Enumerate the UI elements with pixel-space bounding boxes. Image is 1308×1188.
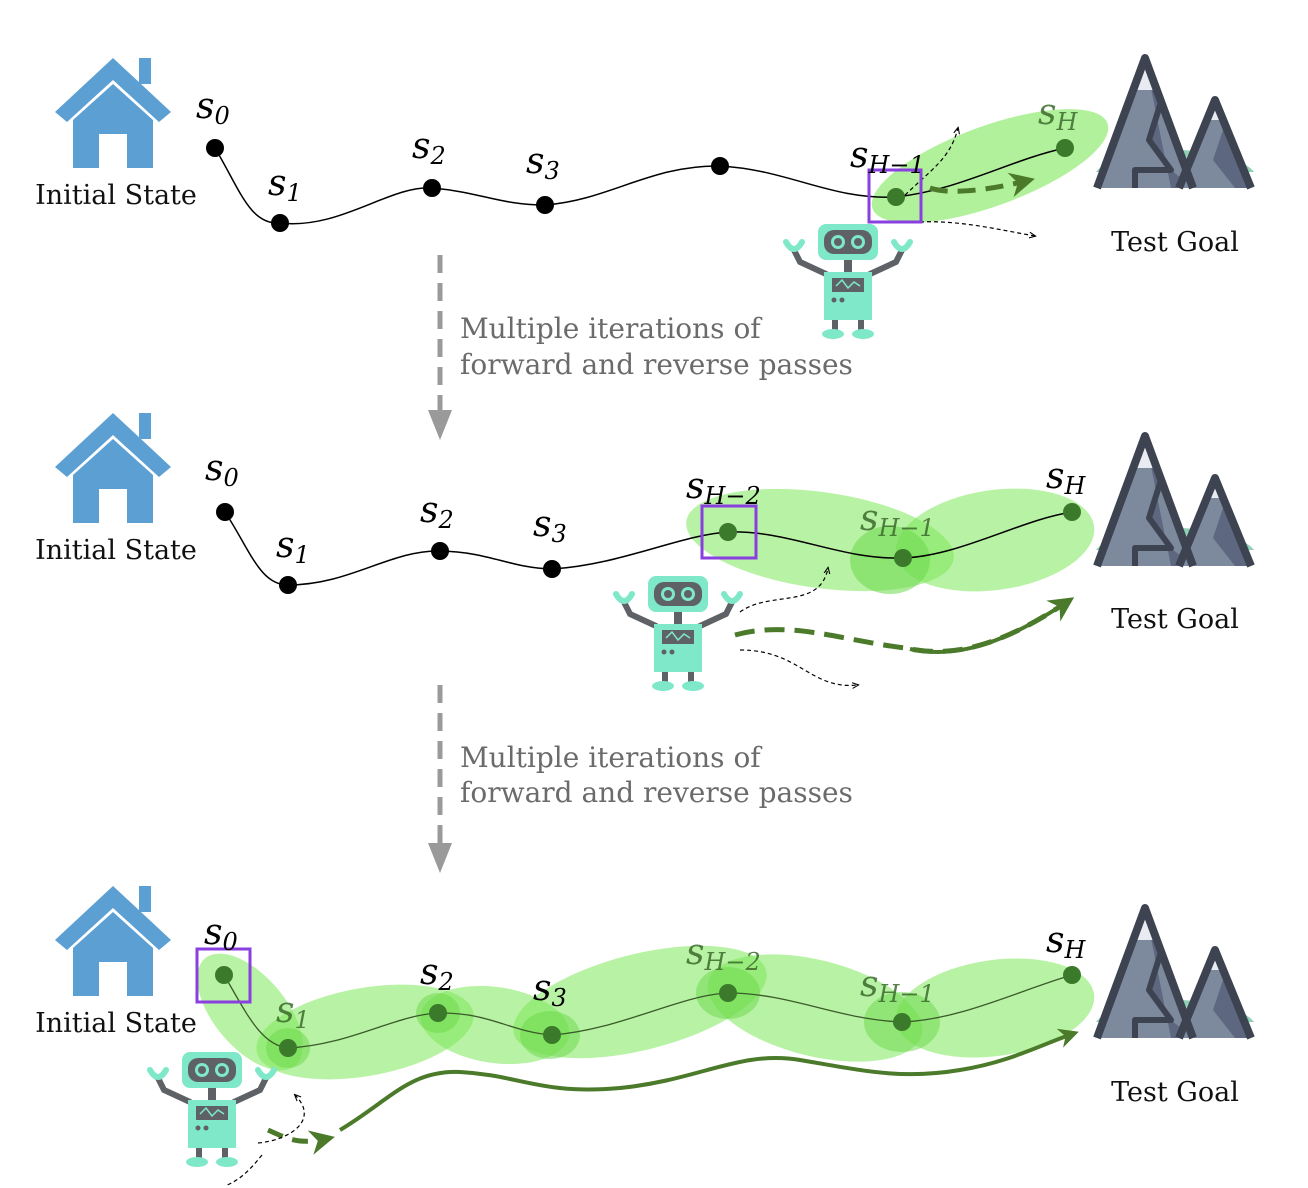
state-node	[719, 984, 737, 1002]
state-node	[431, 542, 449, 560]
iteration-transition-1: Multiple iterations of forward and rever…	[428, 255, 853, 440]
state-label: s3	[533, 504, 567, 548]
mountain-icon	[1087, 908, 1263, 1066]
test-goal-label: Test Goal	[1111, 227, 1239, 258]
down-arrow-head	[428, 410, 452, 440]
state-label: s1	[276, 525, 310, 569]
state-node	[1063, 966, 1081, 984]
start-highlight-box	[700, 504, 758, 560]
exploration-arrow	[919, 221, 1035, 236]
exploration-arrow	[739, 649, 858, 685]
state-label: s1	[268, 163, 302, 207]
state-label: s2	[412, 126, 446, 170]
state-label: sH	[1046, 456, 1086, 500]
panel-1: Initial State Test Goal s0 s1 s2 s3 sH−1…	[35, 58, 1263, 339]
robot-path-solid	[338, 1028, 1079, 1132]
iteration-note: Multiple iterations of	[460, 312, 763, 345]
state-label: s0	[204, 912, 238, 956]
state-node	[215, 966, 233, 984]
exploration-arrow	[257, 1095, 305, 1144]
down-arrow-head	[428, 843, 452, 873]
robot-icon	[786, 224, 910, 339]
state-node	[894, 549, 912, 567]
state-label: sH−2	[686, 466, 761, 510]
state-label: s2	[420, 952, 454, 996]
panel-3: Initial State Test Goal s0 s1 s2 s3 sH−2	[35, 886, 1263, 1187]
start-highlight-box	[195, 947, 252, 1004]
state-node	[1063, 503, 1081, 521]
state-label: sH−1	[860, 498, 935, 542]
initial-state-label: Initial State	[35, 180, 197, 211]
initial-state-label: Initial State	[35, 535, 197, 566]
state-label: sH−2	[686, 932, 761, 976]
initial-state-label: Initial State	[35, 1008, 197, 1039]
robot-path-arrow	[929, 172, 1035, 197]
iteration-note: Multiple iterations of	[460, 741, 763, 774]
robot-icon	[150, 1052, 274, 1167]
state-label: sH−1	[850, 135, 925, 179]
state-node	[719, 523, 737, 541]
state-label: sH−1	[860, 964, 935, 1008]
state-node	[1056, 139, 1074, 157]
robot-path-solid	[909, 598, 1072, 654]
state-label: sH	[1038, 92, 1078, 136]
state-node	[271, 214, 289, 232]
green-region	[850, 526, 930, 594]
state-node	[887, 188, 905, 206]
iteration-note: forward and reverse passes	[460, 348, 853, 381]
exploration-arrow	[224, 1154, 263, 1187]
green-region	[895, 488, 1095, 592]
iteration-note: forward and reverse passes	[460, 776, 853, 809]
state-node	[543, 560, 561, 578]
state-label: s0	[196, 86, 230, 130]
state-node	[216, 503, 234, 521]
state-node	[423, 179, 441, 197]
state-label: s0	[205, 448, 239, 492]
state-label: s2	[420, 490, 454, 534]
panel-2: Initial State Test Goal s0 s1 s2 s3 sH−2…	[35, 413, 1263, 691]
state-node	[206, 139, 224, 157]
state-label: s1	[276, 990, 310, 1034]
house-icon	[55, 886, 171, 996]
state-node	[429, 1004, 447, 1022]
state-label: s3	[526, 141, 560, 185]
test-goal-label: Test Goal	[1111, 604, 1239, 635]
mountain-icon	[1087, 58, 1263, 216]
state-node	[279, 1039, 297, 1057]
mountain-icon	[1087, 436, 1263, 594]
iteration-transition-2: Multiple iterations of forward and rever…	[428, 685, 853, 873]
state-node	[536, 196, 554, 214]
exploration-arrow	[899, 128, 958, 201]
house-icon	[55, 413, 171, 523]
exploration-arrow	[739, 568, 828, 613]
state-node	[543, 1026, 561, 1044]
house-icon	[55, 58, 171, 168]
robot-icon	[616, 576, 740, 691]
state-label: s3	[533, 968, 567, 1012]
start-highlight-box	[867, 168, 923, 224]
state-node	[711, 157, 729, 175]
robot-path-arrow	[734, 597, 1075, 654]
robot-path-arrow	[266, 1127, 335, 1155]
state-label: sH	[1046, 920, 1086, 964]
green-region	[871, 109, 1109, 223]
test-goal-label: Test Goal	[1111, 1077, 1239, 1108]
state-node	[893, 1013, 911, 1031]
state-node	[279, 576, 297, 594]
